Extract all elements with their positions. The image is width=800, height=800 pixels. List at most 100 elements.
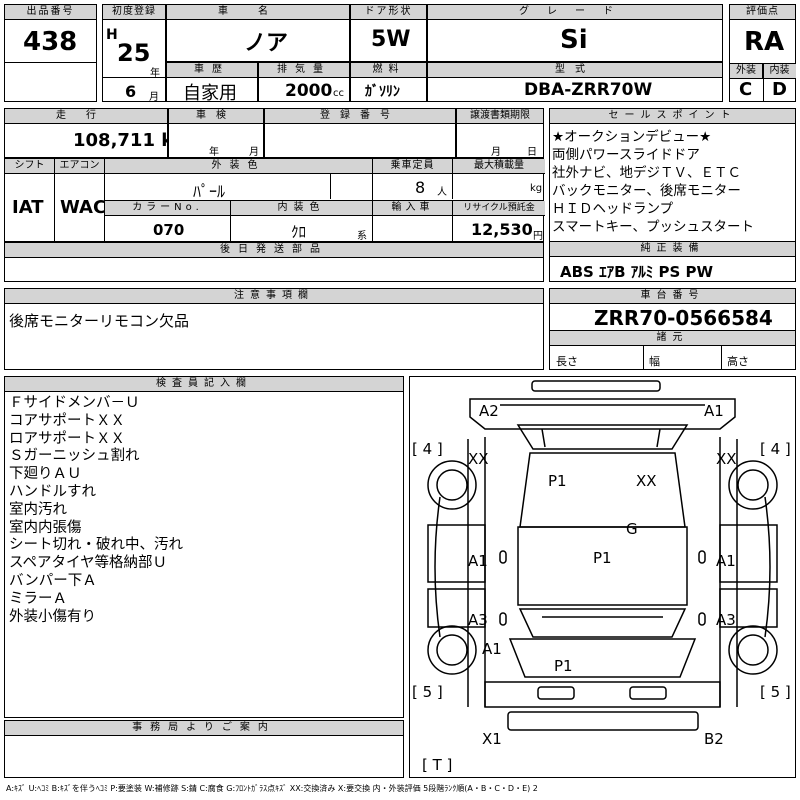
int-color-header: 内装色 xyxy=(231,201,373,216)
aircon-header: エアコン xyxy=(55,159,105,174)
recycle-unit: 円 xyxy=(533,231,543,242)
inspection-box: 車検 年 月 xyxy=(168,108,264,158)
later-parts-header: 後日発送部品 xyxy=(5,243,543,258)
mark-g: G xyxy=(626,520,638,538)
color-no: 070 xyxy=(153,221,185,239)
first-reg-era: H xyxy=(106,27,118,43)
model: DBA-ZRR70W xyxy=(524,80,653,100)
office-box: 事務局よりご案内 xyxy=(4,720,404,778)
mark-bracket-5-right: [ 5 ] xyxy=(760,683,791,701)
reg-no-header: 登録番号 xyxy=(265,109,455,124)
fuel-header: 燃料 xyxy=(351,63,426,78)
history-box: 車歴 自家用 xyxy=(166,62,258,104)
first-reg-year: 25 xyxy=(117,39,151,67)
grade-header: グレード xyxy=(428,5,722,20)
inspection-month-unit: 月 xyxy=(249,147,259,158)
selling-point: スマートキー、プッシュスタート xyxy=(552,219,754,235)
import-header: 輸入車 xyxy=(373,201,453,216)
int-score: D xyxy=(772,79,787,100)
inspector-item: 室内内張傷 xyxy=(9,519,82,536)
inspector-item: バンパー下Ａ xyxy=(9,572,97,589)
inspector-item: ハンドルすれ xyxy=(9,483,96,500)
dims-width: 幅 xyxy=(649,355,660,368)
max-load-header: 最大積載量 xyxy=(453,159,545,174)
notes-box: 注意事項欄 後席モニターリモコン欠品 xyxy=(4,288,544,370)
mileage: 108,711 km xyxy=(73,130,192,151)
mileage-box: 走行 108,711 km xyxy=(4,108,192,158)
mark-xx-right: XX xyxy=(716,450,737,468)
inspector-item: スペアタイヤ等格納部Ｕ xyxy=(9,555,168,572)
lot-number: 438 xyxy=(23,27,78,57)
transfer-doc-day-unit: 日 xyxy=(527,147,537,158)
spec-grid: シフト エアコン 外装色 乗車定員 最大積載量 IAT WAC ﾊﾟｰﾙ 8 人… xyxy=(4,158,545,242)
selling-point: バックモニター、後席モニター xyxy=(552,183,741,199)
inspector-item: 室内汚れ xyxy=(9,501,67,518)
mark-bracket-4-right: [ 4 ] xyxy=(760,440,791,458)
score-box: 評価点 RA 外装 内装 C D xyxy=(729,4,796,102)
dims-length: 長さ xyxy=(556,355,578,368)
selling-points-header: セールスポイント xyxy=(550,109,795,124)
ext-header: 外装 xyxy=(730,64,763,79)
mark-a1-low: A1 xyxy=(482,640,502,658)
door-type: 5W xyxy=(371,27,411,52)
mark-a3-left: A3 xyxy=(468,611,488,629)
fuel-box: 燃料 ｶﾞｿﾘﾝ xyxy=(350,62,427,102)
recycle-header: リサイクル預託金 xyxy=(453,201,545,216)
first-reg-month: 6 xyxy=(125,82,137,101)
inspector-item: 外装小傷有り xyxy=(9,608,96,625)
chassis: ZRR70-0566584 xyxy=(594,306,773,330)
first-reg-month-unit: 月 xyxy=(149,92,159,103)
mark-p1-mid: P1 xyxy=(593,549,612,567)
shift: IAT xyxy=(12,197,44,218)
inspector-item: Ｆサイドメンバ－Ｕ xyxy=(9,395,140,411)
capacity-header: 乗車定員 xyxy=(373,159,453,174)
grade: Si xyxy=(560,25,588,55)
int-color: ｸﾛ xyxy=(291,223,307,241)
inspector-box: 検査員記入欄 Ｆサイドメンバ－Ｕ コアサポートＸＸ ロアサポートＸＸ Ｓガーニッ… xyxy=(4,376,404,718)
mark-p1-low: P1 xyxy=(554,657,573,675)
selling-point: ★オークションデビュー★ xyxy=(552,129,712,145)
displacement: 2000 xyxy=(285,81,333,101)
dims-height: 高さ xyxy=(727,355,749,368)
int-header: 内装 xyxy=(763,64,796,79)
inspector-header: 検査員記入欄 xyxy=(5,377,403,392)
recycle: 12,530 xyxy=(471,220,533,239)
inspector-item: シート切れ・破れ中、汚れ xyxy=(9,537,183,554)
mileage-header: 走行 xyxy=(5,109,167,124)
car-name-box: 車名 ノア xyxy=(166,4,350,62)
mark-p1-top: P1 xyxy=(548,472,567,490)
score-header: 評価点 xyxy=(730,5,795,20)
lot-header: 出品番号 xyxy=(5,5,96,20)
notes: 後席モニターリモコン欠品 xyxy=(9,312,190,330)
inspector-item: Ｓガーニッシュ割れ xyxy=(9,448,140,465)
capacity: 8 xyxy=(415,178,426,197)
fuel: ｶﾞｿﾘﾝ xyxy=(365,84,400,100)
selling-points-list: ★オークションデビュー★ 両側パワースライドドア 社外ナビ、地デジＴＶ、ＥＴＣ … xyxy=(552,128,754,236)
later-parts-box: 後日発送部品 xyxy=(4,242,544,282)
car-outline-drawing xyxy=(427,380,778,731)
chassis-box: 車台番号 ZRR70-0566584 諸元 長さ 幅 高さ xyxy=(549,288,796,370)
int-color-unit: 系 xyxy=(357,231,367,242)
selling-points-box: セールスポイント ★オークションデビュー★ 両側パワースライドドア 社外ナビ、地… xyxy=(549,108,796,282)
displacement-header: 排気量 xyxy=(259,63,349,78)
first-reg-box: 初度登録 H 25 年 6 月 xyxy=(102,4,166,103)
transfer-doc-box: 譲渡書類期限 月 日 xyxy=(456,108,544,158)
color-no-header: カラーNo. xyxy=(105,201,231,216)
door-header: ドア形状 xyxy=(351,5,426,20)
displacement-box: 排気量 2000 cc xyxy=(258,62,350,102)
inspector-list: Ｆサイドメンバ－Ｕ コアサポートＸＸ ロアサポートＸＸ Ｓガーニッシュ割れ 下廻… xyxy=(9,395,183,626)
mark-a1-right: A1 xyxy=(716,552,736,570)
mark-a2: A2 xyxy=(479,402,499,420)
first-reg-year-unit: 年 xyxy=(150,68,160,79)
mark-a3-right: A3 xyxy=(716,611,736,629)
legend: A:ｷｽﾞ U:ﾍｺﾐ B:ｷｽﾞを伴うﾍｺﾐ P:要塗装 W:補修跡 S:錆 … xyxy=(6,784,538,793)
inspector-item: ロアサポートＸＸ xyxy=(9,430,125,447)
reg-no-box: 登録番号 xyxy=(264,108,456,158)
mark-a1-left: A1 xyxy=(468,552,488,570)
grade-box: グレード Si xyxy=(427,4,723,62)
lot-box: 出品番号 438 xyxy=(4,4,97,102)
mark-bracket-t: [ T ] xyxy=(422,756,453,774)
car-name: ノア xyxy=(244,31,289,56)
chassis-header: 車台番号 xyxy=(550,289,795,304)
ext-score: C xyxy=(739,79,753,100)
